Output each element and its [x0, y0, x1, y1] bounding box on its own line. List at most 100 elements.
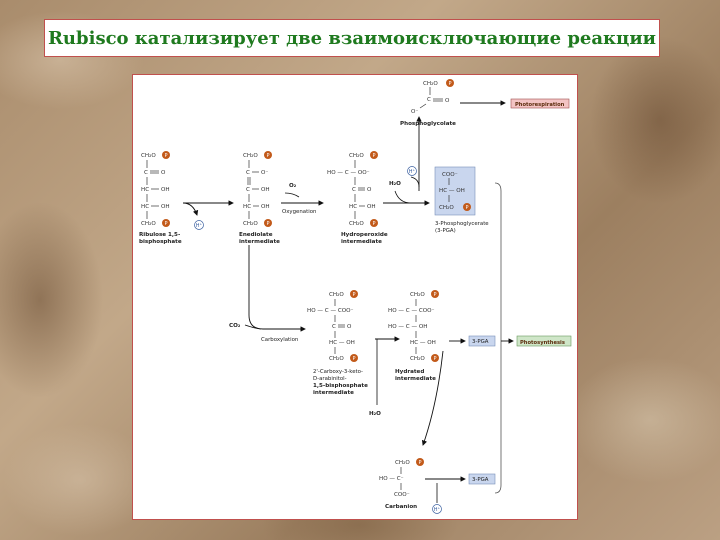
svg-text:CH₂O: CH₂O [349, 153, 364, 159]
svg-text:Carbanion: Carbanion [385, 504, 417, 510]
svg-text:CH₂O: CH₂O [329, 356, 344, 362]
photorespiration-label: Photorespiration [515, 102, 565, 108]
svg-text:CH₂O: CH₂O [349, 221, 364, 227]
title-box: Rubisco катализирует две взаимоисключающ… [44, 19, 660, 57]
svg-text:O⁻: O⁻ [261, 170, 268, 176]
svg-text:HC: HC [141, 187, 149, 193]
hydrated-molecule: CH₂O P HO — C — COO⁻ HO — C — OH HC — OH… [388, 290, 439, 382]
svg-text:C: C [246, 170, 250, 176]
svg-text:O: O [161, 170, 166, 176]
3pga-mid-box [468, 335, 496, 347]
phosphate-icon [370, 151, 378, 159]
o2-label: O₂ [289, 183, 297, 189]
svg-text:P: P [352, 356, 355, 362]
svg-text:C: C [332, 324, 336, 330]
svg-text:P: P [266, 153, 269, 159]
svg-text:H⁺: H⁺ [434, 507, 441, 513]
svg-text:CH₂O: CH₂O [141, 153, 156, 159]
3pga-top-molecule: COO⁻ HC — OH CH₂O P [439, 172, 471, 211]
svg-text:H⁺: H⁺ [196, 223, 203, 229]
svg-text:P: P [418, 460, 421, 466]
svg-text:3-Phosphoglycerate: 3-Phosphoglycerate [435, 221, 489, 227]
phosphate-icon [162, 219, 170, 227]
svg-text:P: P [448, 81, 451, 87]
photorespiration-box [510, 98, 570, 109]
svg-text:C: C [427, 97, 431, 103]
svg-text:P: P [266, 221, 269, 227]
arrow-to-carbanion [421, 350, 444, 446]
svg-text:HO — C — OO⁻: HO — C — OO⁻ [327, 170, 370, 176]
svg-text:HC — OH: HC — OH [439, 188, 465, 194]
svg-text:Hydroperoxide: Hydroperoxide [341, 232, 388, 238]
svg-text:P: P [164, 153, 167, 159]
carboxylation-path [248, 245, 306, 332]
hydroperoxide-molecule: CH₂O P HO — C — OO⁻ C O HC OH CH₂O P Hyd… [327, 151, 388, 245]
svg-text:intermediate: intermediate [239, 239, 280, 245]
enediolate-molecule: CH₂O P C O⁻ C OH HC OH CH₂O P Enediolate… [239, 151, 280, 245]
svg-text:HO — C — COO⁻: HO — C — COO⁻ [307, 308, 354, 314]
svg-text:HO — C⁻: HO — C⁻ [379, 476, 404, 482]
h2o-bottom-label: H₂O [369, 411, 381, 417]
phosphate-icon [370, 219, 378, 227]
svg-text:O: O [347, 324, 352, 330]
svg-text:2'-Carboxy-3-keto-: 2'-Carboxy-3-keto- [313, 369, 363, 375]
svg-text:COO⁻: COO⁻ [394, 492, 410, 498]
svg-text:C: C [246, 187, 250, 193]
svg-text:HC: HC [141, 204, 149, 210]
svg-text:OH: OH [261, 187, 270, 193]
svg-text:3-PGA: 3-PGA [472, 339, 489, 345]
svg-text:intermediate: intermediate [395, 376, 436, 382]
svg-text:Ribulose 1,5-: Ribulose 1,5- [139, 232, 181, 238]
svg-text:COO⁻: COO⁻ [442, 172, 458, 178]
svg-text:OH: OH [161, 204, 170, 210]
rubisco-reaction-figure: CH₂O P C O O⁻ Phosphoglycolate Photoresp… [132, 74, 578, 520]
svg-text:O: O [445, 98, 450, 104]
svg-text:P: P [465, 205, 468, 211]
svg-text:CH₂O: CH₂O [439, 205, 454, 211]
svg-text:CH₂O: CH₂O [410, 292, 425, 298]
co2-label: CO₂ [229, 323, 241, 329]
svg-text:CH₂O: CH₂O [329, 292, 344, 298]
svg-text:intermediate: intermediate [341, 239, 382, 245]
bracket [494, 182, 502, 494]
svg-text:Enediolate: Enediolate [239, 232, 273, 238]
phosphate-icon [350, 354, 358, 362]
phosphate-icon [264, 219, 272, 227]
svg-text:O⁻: O⁻ [411, 109, 418, 115]
svg-text:P: P [433, 356, 436, 362]
svg-text:P: P [433, 292, 436, 298]
phosphoglycolate-molecule: CH₂O P C O O⁻ Phosphoglycolate [400, 79, 456, 127]
svg-text:H⁺: H⁺ [409, 169, 416, 175]
phosphate-icon [416, 458, 424, 466]
reaction-scheme: CH₂O P C O O⁻ Phosphoglycolate Photoresp… [139, 79, 572, 514]
photosynthesis-box [516, 335, 572, 347]
svg-text:CH₂O: CH₂O [243, 221, 258, 227]
phosphate-icon [431, 290, 439, 298]
svg-text:1,5-bisphosphate: 1,5-bisphosphate [313, 383, 368, 389]
slide-title: Rubisco катализирует две взаимоисключающ… [47, 27, 657, 49]
svg-text:CH₂O: CH₂O [410, 356, 425, 362]
svg-text:P: P [372, 221, 375, 227]
svg-text:O: O [367, 187, 372, 193]
phosphate-icon [446, 79, 454, 87]
svg-text:HO — C — OH: HO — C — OH [388, 324, 427, 330]
svg-text:(3-PGA): (3-PGA) [435, 228, 456, 234]
phosphate-icon [350, 290, 358, 298]
svg-text:bisphosphate: bisphosphate [139, 239, 182, 245]
phosphate-icon [264, 151, 272, 159]
svg-text:HC: HC [243, 204, 251, 210]
svg-text:HO — C — COO⁻: HO — C — COO⁻ [388, 308, 435, 314]
phosphate-icon [463, 203, 471, 211]
svg-text:OH: OH [161, 187, 170, 193]
svg-text:C: C [352, 187, 356, 193]
phosphate-icon [162, 151, 170, 159]
svg-text:P: P [372, 153, 375, 159]
svg-text:HC — OH: HC — OH [329, 340, 355, 346]
svg-text:HC — OH: HC — OH [410, 340, 436, 346]
carboxyketo-molecule: CH₂O P HO — C — COO⁻ C O HC — OH CH₂O P … [307, 290, 368, 396]
oxygenation-label: Oxygenation [282, 209, 316, 215]
svg-text:D-arabinitol-: D-arabinitol- [313, 376, 347, 382]
svg-text:HC: HC [349, 204, 357, 210]
svg-text:intermediate: intermediate [313, 390, 354, 396]
phosphate-icon [431, 354, 439, 362]
